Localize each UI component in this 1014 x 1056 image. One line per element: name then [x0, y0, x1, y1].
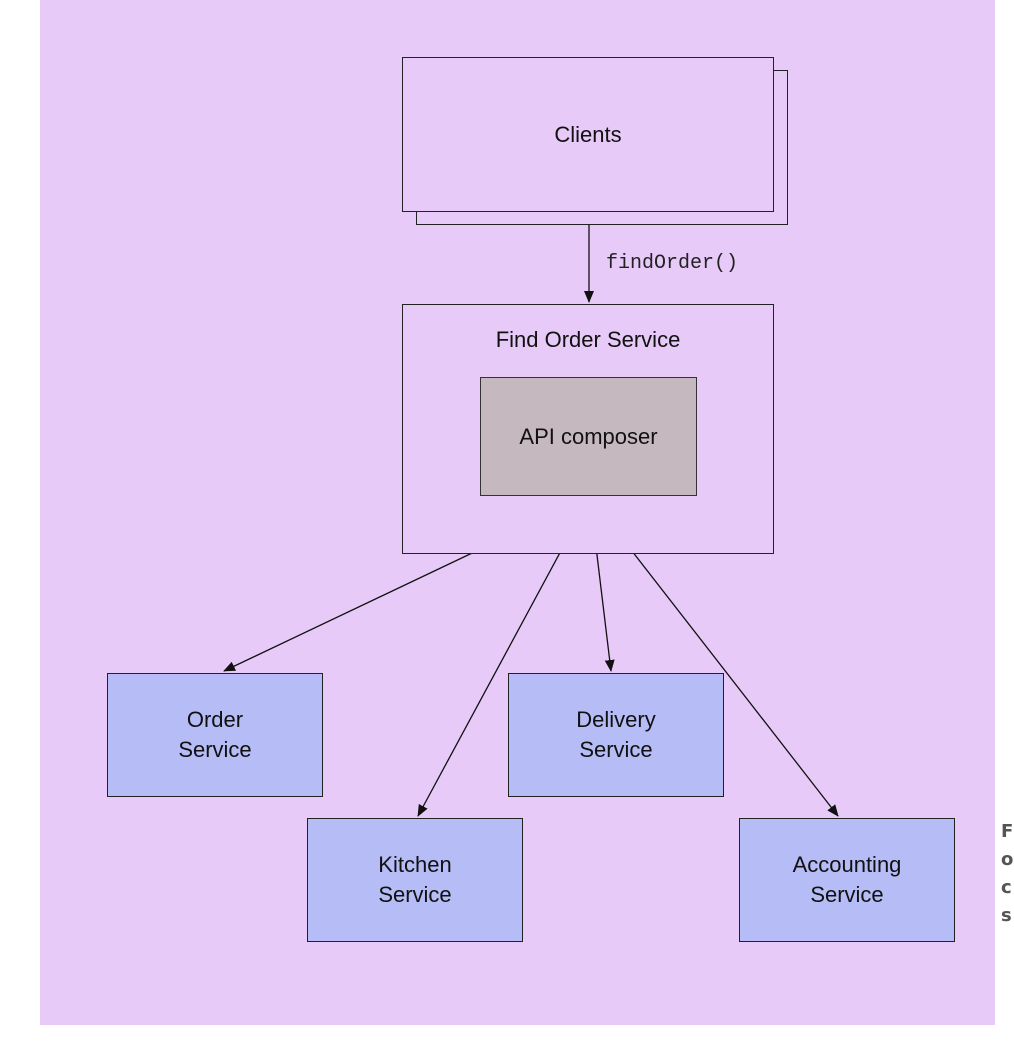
clients-node: Clients	[402, 57, 774, 212]
figure-caption-fragment: F o c s	[1001, 821, 1014, 926]
delivery-service-label: Delivery Service	[576, 707, 656, 762]
api-composer-node: API composer	[480, 377, 697, 496]
accounting-service-label: Accounting Service	[792, 852, 902, 907]
accounting-service-node: Accounting Service	[739, 818, 955, 942]
find-order-service-label: Find Order Service	[495, 327, 681, 352]
kitchen-service-node: Kitchen Service	[307, 818, 523, 942]
kitchen-service-label: Kitchen Service	[378, 852, 452, 907]
api-composer-label: API composer	[519, 423, 658, 449]
order-service-node: Order Service	[107, 673, 323, 797]
order-service-label: Order Service	[178, 707, 252, 762]
delivery-service-node: Delivery Service	[508, 673, 724, 797]
find-order-call-label: findOrder()	[606, 252, 739, 275]
clients-label: Clients	[554, 121, 622, 147]
